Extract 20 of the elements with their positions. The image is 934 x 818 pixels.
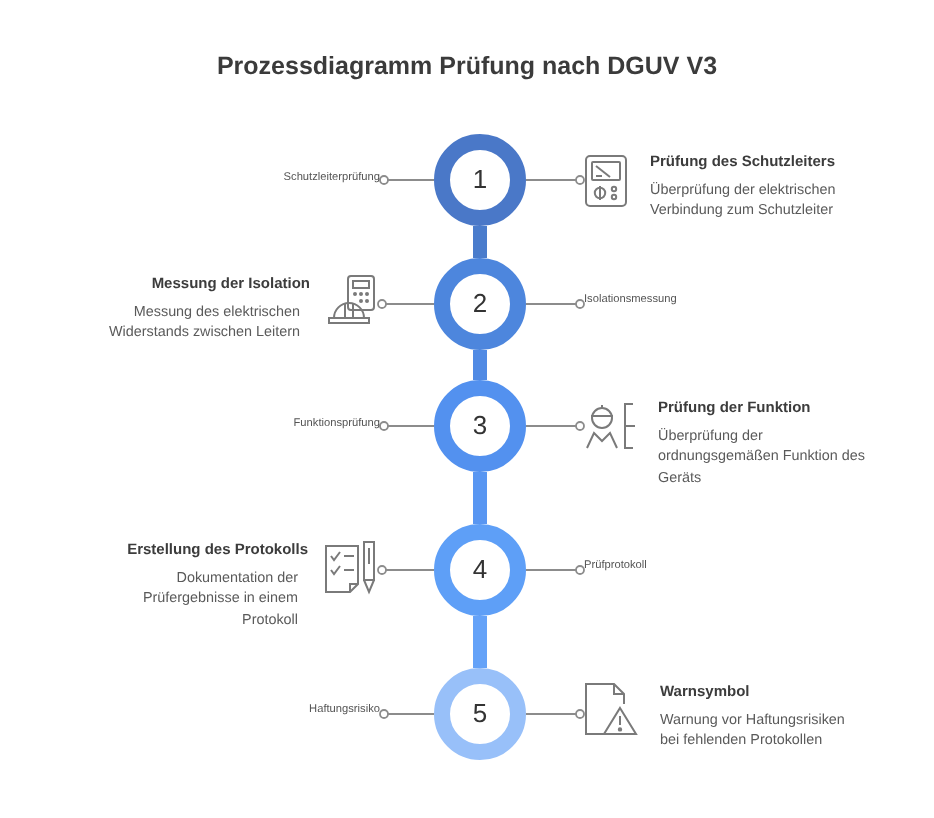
leader-line	[379, 175, 435, 185]
connector-bar	[473, 226, 487, 258]
leader-line	[525, 565, 585, 575]
leader-line	[525, 421, 585, 431]
leader-line	[379, 421, 435, 431]
diagram-title: Prozessdiagramm Prüfung nach DGUV V3	[216, 52, 718, 82]
connector-bar	[473, 350, 487, 380]
step-number-ring: 2	[434, 258, 526, 350]
connector-bar	[473, 472, 487, 524]
leader-line	[377, 299, 435, 309]
step-number-ring: 1	[434, 134, 526, 226]
leader-line	[525, 175, 585, 185]
step-number-ring: 5	[434, 668, 526, 760]
step-number-ring: 3	[434, 380, 526, 472]
leader-line	[379, 709, 435, 719]
leader-line	[525, 709, 585, 719]
step-number-ring: 4	[434, 524, 526, 616]
leader-line	[525, 299, 585, 309]
connector-bar	[473, 616, 487, 668]
leader-line	[377, 565, 435, 575]
